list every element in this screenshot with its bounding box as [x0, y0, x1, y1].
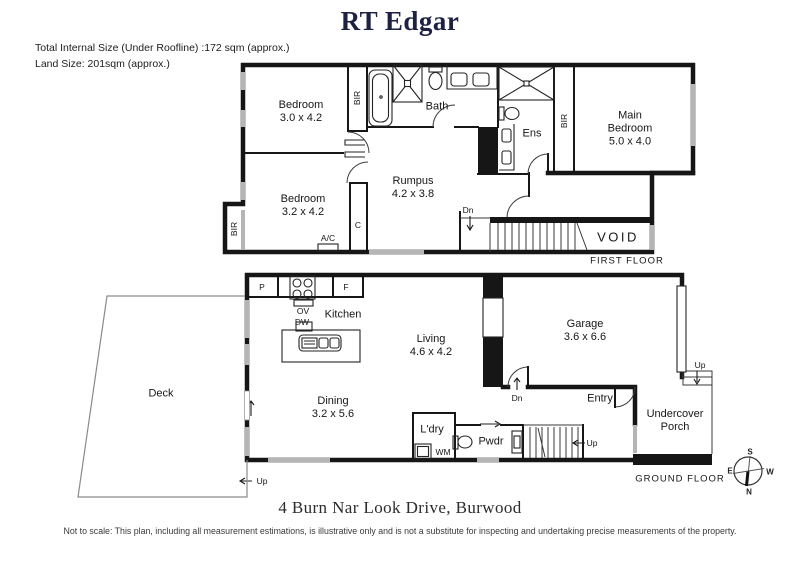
- label-up-porch: Up: [694, 359, 706, 370]
- toilet-icon-powder: [452, 435, 473, 450]
- deck-door: [244, 390, 250, 421]
- vanity-icon-ens: [499, 124, 515, 171]
- cooktop-icon: [289, 275, 316, 300]
- label-closet: C: [354, 219, 362, 230]
- label-ac: A/C: [320, 232, 336, 243]
- island-bench-icon: [281, 329, 361, 363]
- shower-icon-ens: [498, 66, 555, 101]
- label-oven: OV: [296, 305, 310, 316]
- first-floor-door-arcs: [346, 104, 549, 219]
- label-dn-first-floor: Dn: [462, 204, 474, 215]
- compass-north: N: [746, 487, 752, 497]
- porch-bottom-wall: [633, 454, 712, 465]
- garage-wall-block-bottom: [483, 337, 503, 387]
- duct-block: [478, 127, 498, 174]
- label-garage: Garage 3.6 x 6.6: [563, 318, 607, 343]
- label-bir-1: BIR: [351, 90, 362, 106]
- stairs-first-floor: [489, 217, 652, 252]
- label-up-deck: Up: [256, 475, 268, 486]
- label-deck: Deck: [148, 387, 174, 400]
- label-rumpus: Rumpus 4.2 x 3.8: [391, 175, 435, 200]
- brand-title: RT Edgar: [340, 6, 460, 36]
- label-washing-machine: WM: [435, 446, 451, 457]
- label-bedroom1: Bedroom 3.0 x 4.2: [278, 99, 324, 124]
- label-porch: Undercover Porch: [646, 408, 704, 433]
- label-fridge: F: [343, 281, 349, 292]
- bathtub-icon: [368, 69, 393, 127]
- label-kitchen: Kitchen: [324, 308, 362, 321]
- first-floor-title: FIRST FLOOR: [590, 255, 664, 267]
- toilet-icon-bath: [428, 66, 443, 91]
- dishwasher-icon: [295, 321, 313, 332]
- label-pantry: P: [259, 281, 265, 292]
- compass-south: S: [747, 447, 753, 457]
- label-bedroom2: Bedroom 3.2 x 4.2: [280, 193, 326, 218]
- garage-niche: [482, 297, 504, 338]
- label-dining: Dining 3.2 x 5.6: [311, 395, 355, 420]
- label-ens: Ens: [522, 127, 542, 140]
- label-up-stairs: Up: [586, 437, 598, 448]
- label-void: VOID: [597, 229, 639, 245]
- ground-floor-plan: [77, 272, 713, 498]
- ground-floor-windows: [245, 300, 637, 462]
- vanity-icon-bath: [446, 65, 498, 90]
- label-laundry: L'dry: [420, 423, 444, 436]
- compass-icon: [732, 455, 765, 487]
- label-bir-3: BIR: [228, 221, 239, 237]
- compass-west: W: [766, 467, 774, 477]
- garage-entry-walls: [500, 384, 638, 427]
- garage-door-icon: [676, 285, 687, 373]
- label-dishwasher: DW: [294, 316, 310, 327]
- property-address: 4 Burn Nar Look Drive, Burwood: [278, 498, 522, 517]
- shower-icon-bath: [392, 64, 423, 103]
- label-dn-ground-floor: Dn: [511, 392, 523, 403]
- label-main-bedroom: Main Bedroom 5.0 x 4.0: [607, 109, 653, 148]
- entry-door: [614, 386, 636, 408]
- first-floor-windows: [241, 72, 695, 254]
- garage-entry-door: [507, 366, 529, 388]
- ac-unit-icon: [317, 243, 339, 252]
- ground-floor-title: GROUND FLOOR: [635, 473, 725, 485]
- toilet-icon-ens: [498, 106, 520, 121]
- cavity-slider-icon: [344, 139, 365, 158]
- first-floor-plan: [222, 62, 696, 255]
- stairs-ground-floor: [523, 424, 583, 458]
- first-floor-interior-walls: [242, 64, 575, 253]
- label-entry: Entry: [587, 392, 613, 405]
- label-living: Living 4.6 x 4.2: [409, 333, 453, 358]
- label-bir-2: BIR: [558, 113, 569, 129]
- ground-floor-outer-walls: [244, 272, 685, 463]
- washing-machine-icon: [414, 443, 432, 460]
- size-info: Total Internal Size (Under Roofline) :17…: [35, 40, 289, 73]
- compass-east: E: [727, 466, 733, 476]
- ground-floor-arrows: [238, 371, 701, 485]
- deck-outline: [77, 295, 248, 498]
- oven-icon: [293, 299, 314, 307]
- vanity-icon-powder: [511, 430, 523, 454]
- garage-wall-block-top: [483, 275, 503, 298]
- land-size-text: Land Size: 201sqm (approx.): [35, 58, 170, 71]
- disclaimer-text: Not to scale: This plan, including all m…: [63, 526, 737, 536]
- label-powder: Pwdr: [478, 435, 504, 448]
- dn-arrow-first-floor: [466, 216, 474, 232]
- label-bath: Bath: [425, 100, 449, 113]
- internal-size-text: Total Internal Size (Under Roofline) :17…: [35, 42, 290, 54]
